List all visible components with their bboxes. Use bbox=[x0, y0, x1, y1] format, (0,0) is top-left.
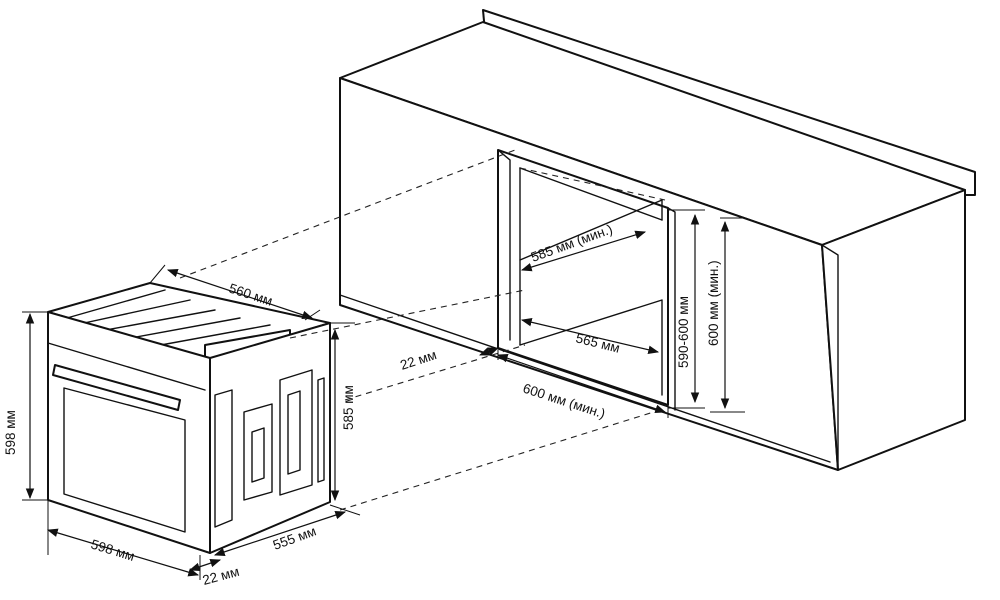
projection-lines bbox=[179, 149, 666, 511]
label-oven-width: 598 мм bbox=[89, 537, 136, 564]
kitchen-cabinet bbox=[339, 9, 976, 471]
door-handle bbox=[52, 364, 181, 411]
label-niche-height-range: 590-600 мм bbox=[676, 296, 691, 368]
dimension-lines bbox=[22, 209, 745, 580]
label-oven-body-height: 585 мм bbox=[341, 385, 356, 430]
label-front-panel-depth: 22 мм bbox=[201, 564, 241, 588]
label-oven-depth: 555 мм bbox=[271, 523, 318, 552]
cabinet-side bbox=[821, 189, 966, 471]
label-niche-front-offset: 22 мм bbox=[398, 347, 438, 373]
label-oven-height: 598 мм bbox=[3, 410, 18, 455]
oven bbox=[47, 282, 331, 554]
label-niche-height-min: 600 мм (мин.) bbox=[706, 260, 721, 346]
oven-side bbox=[209, 322, 331, 554]
